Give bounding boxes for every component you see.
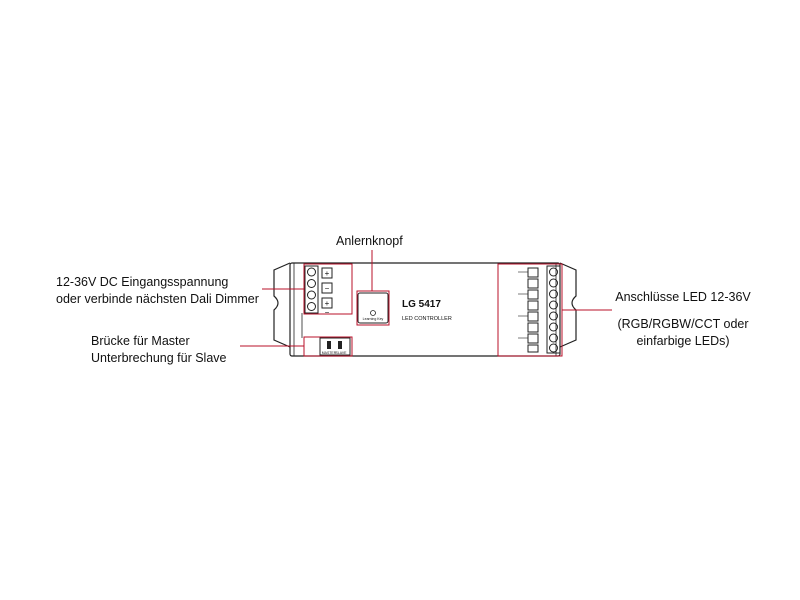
learning-key-button[interactable] xyxy=(357,292,389,324)
output-line-1: Anschlüsse LED 12-36V xyxy=(615,290,751,304)
input-voltage-label: 12-36V DC Eingangsspannung oder verbinde… xyxy=(56,274,259,308)
bridge-line-2: Unterbrechung für Slave xyxy=(91,351,227,365)
callout-frames xyxy=(303,263,563,357)
output-label: Anschlüsse LED 12-36V (RGB/RGBW/CCT oder… xyxy=(608,289,758,350)
learn-callout-frame xyxy=(356,290,390,326)
input-terminal-signs: + − + − xyxy=(325,269,330,317)
slave-label: SLAVE xyxy=(335,351,347,355)
input-terminal-block xyxy=(301,265,333,338)
left-mounting-tab xyxy=(273,262,291,348)
master-label: MASTER xyxy=(322,351,337,355)
output-line-3: einfarbige LEDs) xyxy=(636,334,730,348)
bridge-label: Brücke für Master Unterbrechung für Slav… xyxy=(91,333,227,367)
output-line-2: (RGB/RGBW/CCT oder xyxy=(617,317,749,331)
svg-text:−: − xyxy=(325,308,330,317)
model-subtitle: LED CONTROLLER xyxy=(402,316,452,322)
model-name: LG 5417 xyxy=(402,299,441,310)
bridge-line-1: Brücke für Master xyxy=(91,334,190,348)
input-voltage-line-1: 12-36V DC Eingangsspannung xyxy=(56,275,229,289)
svg-text:−: − xyxy=(325,284,330,293)
input-voltage-line-2: oder verbinde nächsten Dali Dimmer xyxy=(56,292,259,306)
svg-text:+: + xyxy=(325,269,330,278)
svg-text:+: + xyxy=(325,299,330,308)
leader-lines xyxy=(240,250,612,347)
learn-button-label: Anlernknopf xyxy=(336,234,403,248)
output-terminal-block xyxy=(518,265,561,354)
jumper-block xyxy=(319,337,351,356)
learning-key-label: Learning Key xyxy=(363,317,384,321)
